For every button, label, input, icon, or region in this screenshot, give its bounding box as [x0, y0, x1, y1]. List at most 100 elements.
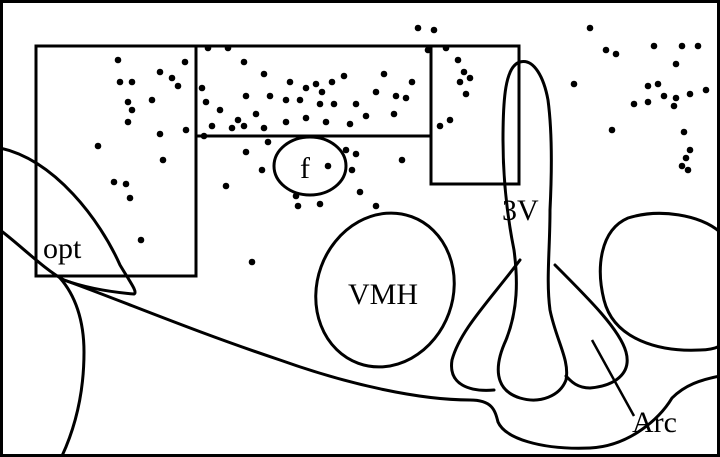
cell-dot: [266, 92, 274, 100]
cell-dot: [460, 68, 468, 76]
cell-dot: [114, 56, 122, 64]
cell-dot: [456, 78, 464, 86]
cell-dot: [318, 88, 326, 96]
third-ventricle-outline: [496, 60, 569, 402]
cell-dot: [372, 202, 380, 210]
cell-dot: [168, 74, 176, 82]
cell-dot: [228, 124, 236, 132]
cell-dot: [686, 90, 694, 98]
cell-dot: [286, 78, 294, 86]
label-opt: opt: [43, 232, 82, 265]
cell-dot: [159, 156, 167, 164]
cell-dot: [148, 96, 156, 104]
cell-dot: [372, 88, 380, 96]
cell-dot: [200, 132, 208, 140]
cell-dot: [198, 84, 206, 92]
cell-dot: [156, 130, 164, 138]
cell-dot: [612, 50, 620, 58]
cell-dot: [630, 100, 638, 108]
fornix-outline: [272, 135, 348, 197]
cell-dot: [240, 122, 248, 130]
cell-dot: [362, 112, 370, 120]
cell-dot: [342, 146, 350, 154]
cell-dot: [424, 46, 432, 54]
cell-dot: [694, 42, 702, 50]
cell-dot: [672, 60, 680, 68]
cell-dot: [137, 236, 145, 244]
cell-dot: [128, 106, 136, 114]
cell-dot: [252, 110, 260, 118]
sampling-box-middle: [194, 44, 433, 138]
cell-dot: [128, 78, 136, 86]
cell-dot: [680, 128, 688, 136]
cell-dot: [282, 118, 290, 126]
cell-dot: [670, 102, 678, 110]
cell-dot: [202, 98, 210, 106]
cell-dot: [352, 150, 360, 158]
cell-dot: [348, 166, 356, 174]
cell-dot: [660, 92, 668, 100]
cell-dot: [264, 138, 272, 146]
cell-dot: [116, 78, 124, 86]
vmh-outline: [314, 211, 456, 369]
cell-dot: [392, 92, 400, 100]
cell-dot: [454, 56, 462, 64]
cell-dot: [402, 94, 410, 102]
cell-dot: [682, 154, 690, 162]
cell-dot: [124, 98, 132, 106]
cell-dot: [234, 116, 242, 124]
cell-dot: [216, 106, 224, 114]
cell-dot: [414, 24, 422, 32]
cell-dot: [182, 126, 190, 134]
cell-dot: [122, 180, 130, 188]
cell-dot: [208, 122, 216, 130]
cell-dot: [446, 116, 454, 124]
cell-dot: [174, 82, 182, 90]
cell-dot: [442, 44, 450, 52]
cell-dot: [156, 68, 164, 76]
cell-dot: [94, 142, 102, 150]
cell-dot: [248, 258, 256, 266]
cell-dot: [678, 42, 686, 50]
cell-dot: [602, 46, 610, 54]
sampling-box-right: [429, 44, 521, 186]
cell-dot: [181, 58, 189, 66]
cell-dot: [294, 202, 302, 210]
cell-dot: [324, 162, 332, 170]
cell-dot: [430, 26, 438, 34]
cell-dot: [204, 44, 212, 52]
cell-dot: [260, 124, 268, 132]
label-fornix: f: [300, 152, 310, 185]
cell-dot: [346, 120, 354, 128]
ventral-surface: [62, 278, 720, 450]
cell-dot: [330, 100, 338, 108]
cell-dot: [380, 70, 388, 78]
cell-dot: [644, 82, 652, 90]
cell-dot: [608, 126, 616, 134]
label-arc: Arc: [632, 406, 677, 439]
right-nucleus-outline: [598, 211, 720, 352]
cell-dot: [316, 200, 324, 208]
cell-dot: [398, 156, 406, 164]
label-third-ventricle: 3V: [502, 194, 539, 227]
cell-dot: [242, 148, 250, 156]
cell-dot: [126, 194, 134, 202]
cell-dot: [672, 94, 680, 102]
cell-dot: [260, 70, 268, 78]
cell-dot: [462, 90, 470, 98]
cell-dot: [316, 100, 324, 108]
cell-dot: [352, 100, 360, 108]
label-vmh: VMH: [348, 278, 418, 311]
cell-dot: [282, 96, 290, 104]
cell-dot: [322, 118, 330, 126]
cell-dot: [390, 110, 398, 118]
cell-dot: [124, 118, 132, 126]
cell-dot: [242, 92, 250, 100]
arcuate-nucleus-outline: [450, 258, 629, 392]
cell-dot: [110, 178, 118, 186]
cell-dot: [570, 80, 578, 88]
cell-dot: [258, 166, 266, 174]
labeled-cells: [94, 24, 710, 266]
